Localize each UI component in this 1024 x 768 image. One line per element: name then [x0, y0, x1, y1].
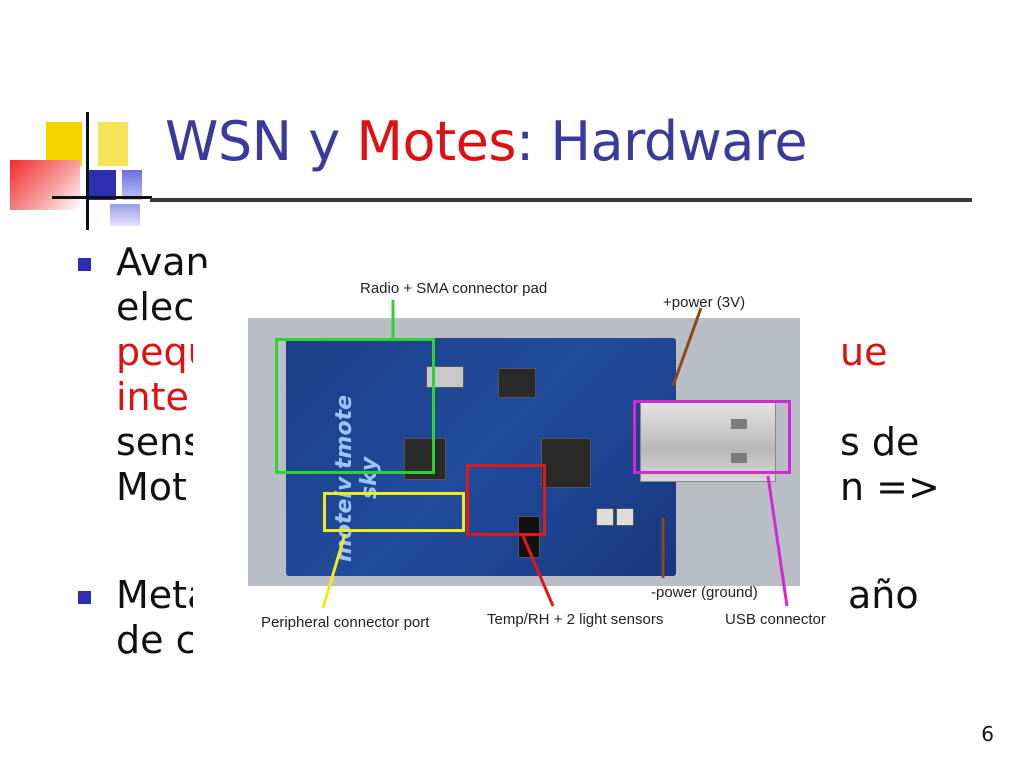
tmote-sky-photo: moteiv tmote sky Radio + SMA connector p… — [193, 268, 838, 670]
logo-blue-square — [86, 170, 116, 200]
bullet-fragment: n => — [840, 465, 940, 509]
bullet-fragment: s de — [840, 420, 920, 464]
bullet-line: sens — [116, 420, 204, 464]
bullet-item: Avan elec pequ inte sens Mot — [78, 240, 212, 510]
title-part3: : Hardware — [516, 110, 808, 173]
usb-arrow — [766, 475, 789, 607]
usb-slot — [731, 419, 747, 429]
callout-sensors: Temp/RH + 2 light sensors — [487, 611, 664, 628]
title-part1: WSN y — [165, 110, 357, 173]
peripheral-arrow — [321, 533, 347, 609]
sensors-highlight-box — [466, 464, 546, 536]
title-part2: Motes — [356, 110, 517, 173]
page-number: 6 — [981, 722, 994, 746]
callout-power-plus: +power (3V) — [663, 294, 746, 311]
microcontroller-chip — [541, 438, 591, 488]
radio-highlight-box — [275, 338, 435, 474]
chip — [498, 368, 536, 398]
bullet-line: elec — [116, 285, 195, 329]
bullet-line: de c — [116, 618, 197, 662]
power-plus-arrow — [671, 307, 703, 387]
button — [616, 508, 634, 526]
callout-power-minus: -power (ground) — [651, 584, 758, 601]
callout-peripheral: Peripheral connector port — [261, 614, 430, 631]
logo-red-square — [10, 160, 80, 210]
bullet-line: Mot — [116, 465, 187, 509]
sensors-arrow — [521, 535, 555, 607]
crystal — [426, 366, 464, 388]
light-sensor — [518, 516, 540, 558]
callout-radio: Radio + SMA connector pad — [360, 280, 548, 297]
bullet-square-icon — [78, 591, 91, 604]
usb-highlight-box — [633, 400, 791, 474]
logo-yellow-square — [46, 122, 82, 166]
bullet-fragment: año — [848, 573, 919, 617]
logo-yellow-square-light — [98, 122, 128, 166]
slide-logo-decoration — [0, 0, 160, 240]
title-underline — [150, 198, 972, 202]
bullet-item: Meta de c — [78, 573, 210, 663]
bullet-line: inte — [116, 375, 189, 419]
circuit-board: moteiv tmote sky — [286, 338, 676, 576]
bullet-square-icon — [78, 258, 91, 271]
button — [596, 508, 614, 526]
callout-arrows — [321, 300, 789, 609]
bullet-fragment: ue — [840, 330, 888, 374]
logo-blue-square-pale — [110, 204, 140, 226]
peripheral-highlight-box — [323, 492, 465, 532]
callout-usb: USB connector — [725, 611, 826, 628]
logo-vertical-line — [86, 112, 89, 230]
slide-title: WSN y Motes: Hardware — [165, 110, 808, 173]
logo-horizontal-line — [52, 196, 152, 199]
usb-slot — [731, 453, 747, 463]
usb-plug — [640, 402, 776, 482]
logo-blue-square-light — [122, 170, 142, 200]
